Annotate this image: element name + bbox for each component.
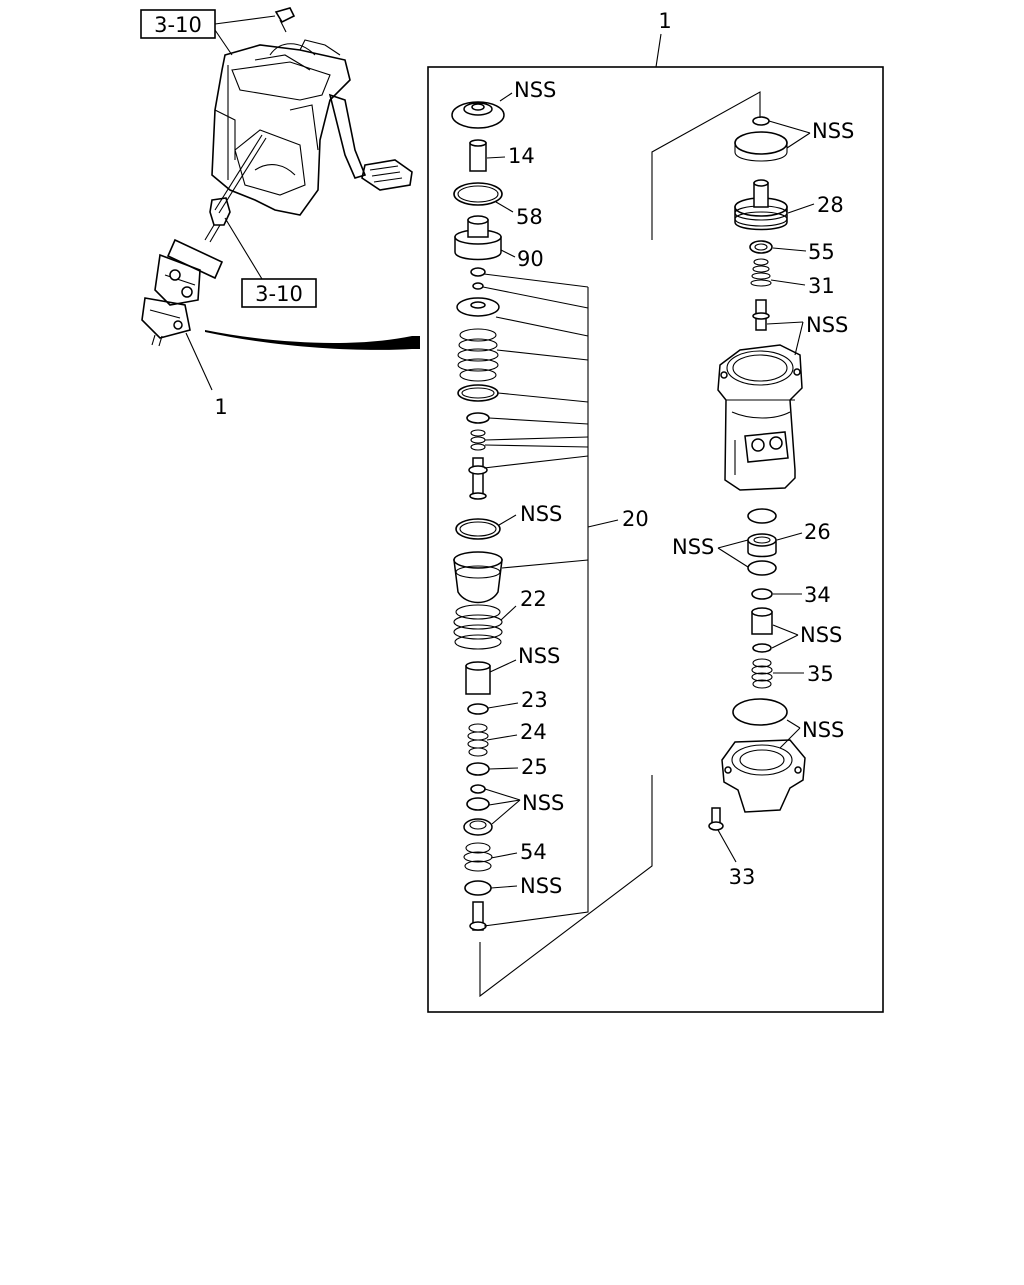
assembly-connector-line: [479, 775, 653, 998]
left-part-stack: [451, 101, 505, 931]
part-label: 26: [804, 520, 831, 544]
part-label: 34: [804, 583, 831, 607]
callout-assembly-top: 1: [658, 9, 671, 33]
part-label: NSS: [514, 78, 556, 102]
pedal-bracket-illustration: [204, 39, 413, 243]
reference-label-top: 3-10: [154, 13, 202, 37]
part-label: NSS: [800, 623, 842, 647]
right-part-stack: [708, 116, 806, 831]
bolt-icon: [274, 7, 296, 33]
reference-box-top[interactable]: 3-10: [140, 9, 216, 39]
right-leader-lines: [717, 120, 815, 863]
left-leader-lines: [482, 92, 619, 927]
part-label: NSS: [520, 874, 562, 898]
part-label: 14: [508, 144, 535, 168]
part-label: NSS: [806, 313, 848, 337]
part-label: 33: [729, 865, 756, 889]
part-label: NSS: [812, 119, 854, 143]
part-label: 58: [516, 205, 543, 229]
part-label: 55: [808, 240, 835, 264]
leader-line: [214, 29, 233, 56]
part-label: 25: [521, 755, 548, 779]
part-label: 24: [520, 720, 547, 744]
part-label: 28: [817, 193, 844, 217]
reference-box-middle[interactable]: 3-10: [241, 278, 317, 308]
part-label: NSS: [522, 791, 564, 815]
part-label: 35: [807, 662, 834, 686]
leader-line: [655, 33, 662, 68]
reference-label-middle: 3-10: [255, 282, 303, 306]
leader-line: [224, 217, 263, 280]
part-label: 20: [622, 507, 649, 531]
callout-assembly-left: 1: [214, 395, 227, 419]
part-label: 54: [520, 840, 547, 864]
part-label: NSS: [802, 718, 844, 742]
part-label: 23: [521, 688, 548, 712]
leader-line: [214, 15, 276, 25]
exploded-view-frame: [427, 66, 884, 1013]
pointer-arrow: [205, 330, 420, 350]
part-label: 22: [520, 587, 547, 611]
leader-line: [185, 332, 213, 391]
brake-valve-illustration: [141, 238, 224, 347]
part-label: NSS: [520, 502, 562, 526]
part-label: 31: [808, 274, 835, 298]
part-label: 90: [517, 247, 544, 271]
part-label: NSS: [518, 644, 560, 668]
assembly-connector-line: [651, 91, 761, 240]
part-label: NSS: [672, 535, 714, 559]
